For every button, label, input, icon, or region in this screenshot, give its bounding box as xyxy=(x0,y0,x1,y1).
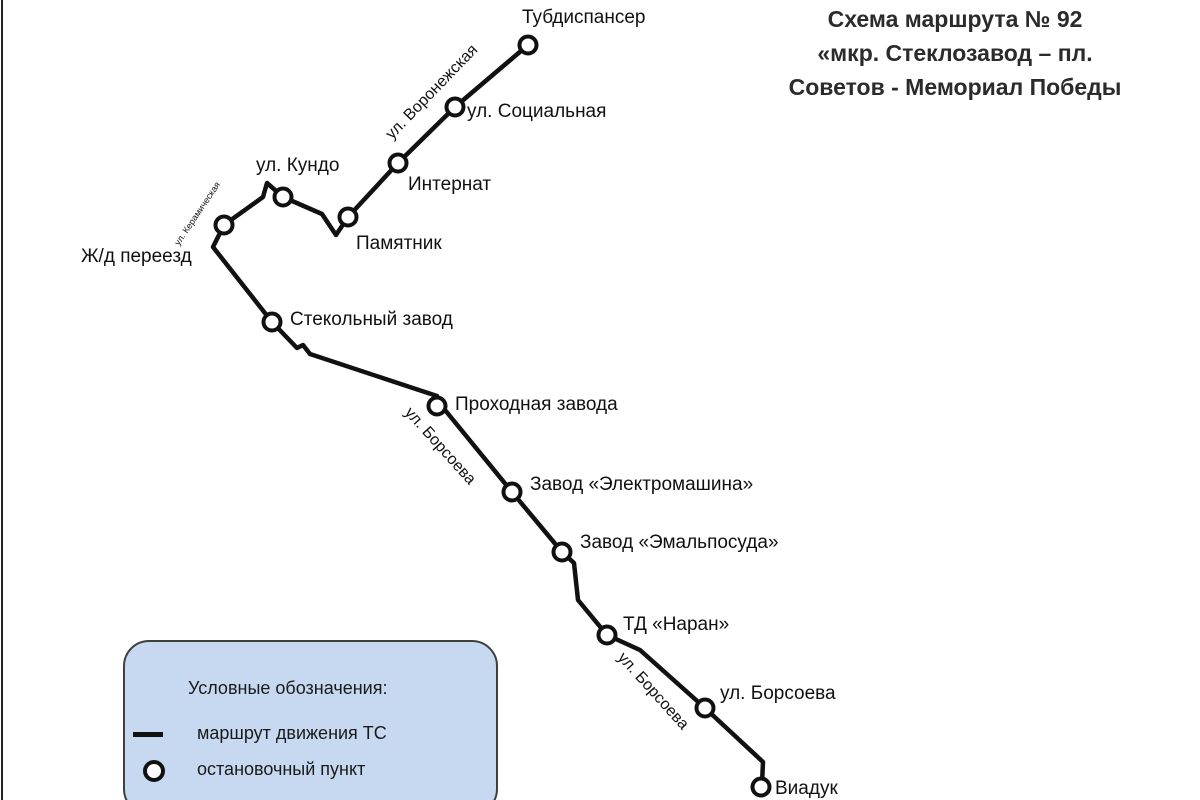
legend-route-label: маршрут движения ТС xyxy=(197,723,387,743)
stop-label-zhd-pereezd: Ж/д переезд xyxy=(81,246,192,267)
legend-box: Условные обозначения: маршрут движения Т… xyxy=(123,640,498,800)
stop-marker-naran[interactable] xyxy=(596,624,618,646)
stop-label-emalposuda: Завод «Эмальпосуда» xyxy=(580,532,779,553)
stop-marker-elektromashina[interactable] xyxy=(501,481,523,503)
scheme-title-line-3: Советов - Мемориал Победы xyxy=(788,74,1122,100)
scheme-title-line-1: Схема маршрута № 92 xyxy=(827,6,1083,32)
stop-label-pamyatnik: Памятник xyxy=(356,233,442,254)
stop-label-kundo: ул. Кундо xyxy=(256,155,339,176)
stop-label-internat: Интернат xyxy=(408,174,491,195)
legend-stop-label: остановочный пункт xyxy=(197,759,366,779)
stop-label-borsoeva: ул. Борсоева xyxy=(720,683,836,704)
stop-marker-pamyatnik[interactable] xyxy=(337,206,359,228)
stop-labels: Тубдиспансер ул. Социальная Интернат Пам… xyxy=(81,7,838,799)
legend-title: Условные обозначения: xyxy=(188,678,388,698)
stop-marker-zhd-pereezd[interactable] xyxy=(213,214,235,236)
stop-label-naran: ТД «Наран» xyxy=(623,614,729,635)
stop-label-elektromashina: Завод «Электромашина» xyxy=(530,474,753,495)
route-line-symbol-icon xyxy=(133,732,163,737)
stop-label-prohodnaya-zavoda: Проходная завода xyxy=(455,394,618,415)
stop-marker-viaduk[interactable] xyxy=(750,776,772,798)
legend-row-route: маршрут движения ТС xyxy=(125,720,495,748)
stop-marker-socialnaya[interactable] xyxy=(444,96,466,118)
stop-marker-tubdispanser[interactable] xyxy=(517,34,539,56)
stop-label-socialnaya: ул. Социальная xyxy=(467,101,606,122)
stop-marker-borsoeva[interactable] xyxy=(694,697,716,719)
scheme-title: Схема маршрута № 92 «мкр. Стеклозавод – … xyxy=(700,2,1200,104)
stop-marker-prohodnaya-zavoda[interactable] xyxy=(426,395,448,417)
stop-marker-kundo[interactable] xyxy=(272,186,294,208)
legend-row-stop: остановочный пункт xyxy=(125,756,495,784)
street-label-keramicheskaya: ул. Керамическая xyxy=(172,180,222,247)
stop-label-stekolny-zavod: Стекольный завод xyxy=(290,309,453,330)
street-label-borsoeva-1: ул. Борсоева xyxy=(401,404,479,488)
stop-label-tubdispanser: Тубдиспансер xyxy=(522,7,645,28)
stop-marker-stekolny-zavod[interactable] xyxy=(261,311,283,333)
stop-markers xyxy=(213,34,772,798)
stop-label-viaduk: Виадук xyxy=(775,778,838,799)
stop-marker-emalposuda[interactable] xyxy=(551,541,573,563)
stop-marker-internat[interactable] xyxy=(387,152,409,174)
stop-symbol-icon xyxy=(143,760,165,782)
scheme-title-line-2: «мкр. Стеклозавод – пл. xyxy=(817,40,1093,66)
